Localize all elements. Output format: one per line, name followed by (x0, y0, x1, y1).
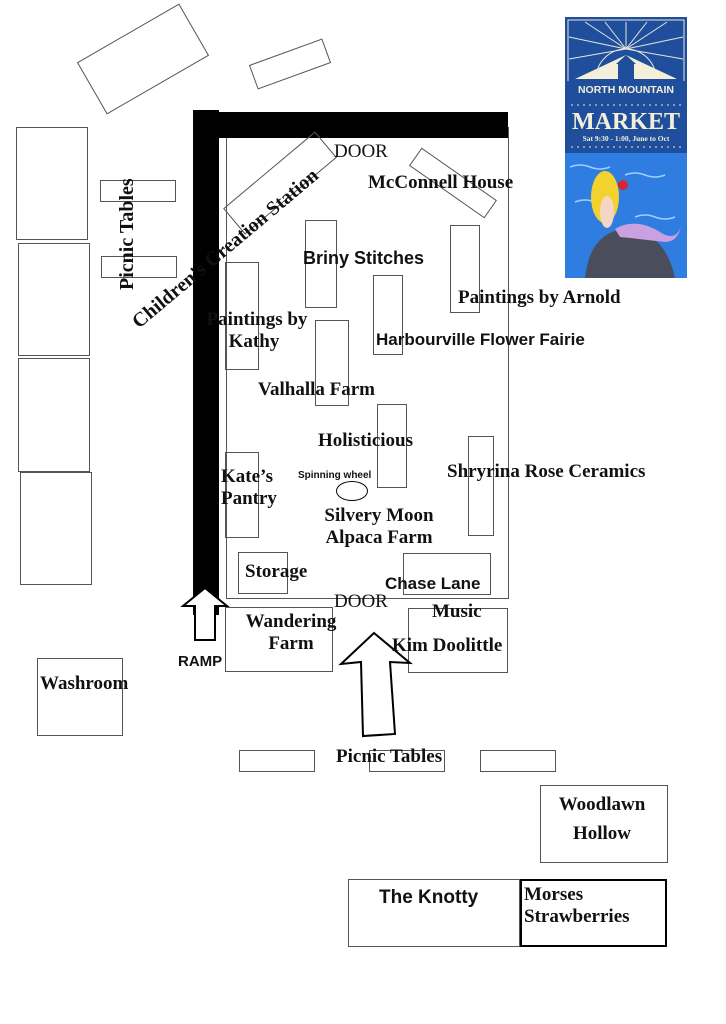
silvery-label: Silvery Moon Alpaca Farm (302, 505, 456, 549)
wandering-label: Wandering Farm (226, 611, 356, 655)
knotty-stall (348, 879, 520, 947)
logo-title-line1: NORTH MOUNTAIN (578, 84, 674, 96)
morses-label: Morses Strawberries (524, 884, 630, 928)
wandering-label-line1: Wandering (245, 611, 337, 632)
holisticious-stall (377, 404, 407, 488)
woodlawn-label-line2: Hollow (572, 823, 632, 845)
kathy-label: Paintings by Kathy (192, 309, 322, 353)
kim-label: Kim Doolittle (392, 635, 503, 656)
logo-title-line2: MARKET (572, 109, 680, 135)
picnic-table (100, 180, 176, 202)
kates-label-line1: Kate’s (221, 466, 274, 487)
door-label-top: DOOR (334, 141, 388, 162)
wandering-label-line2: Farm (268, 632, 314, 654)
kates-label-line2: Pantry (221, 487, 277, 509)
outdoor-stall (16, 127, 88, 240)
chase-stall (403, 553, 491, 595)
outdoor-table (248, 38, 332, 90)
chase-label: Chase Lane (385, 574, 481, 593)
kim-stall (408, 608, 508, 673)
knotty-label: The Knotty (379, 887, 479, 908)
mcconnell-label: McConnell House (368, 172, 514, 193)
kathy-label-line2: Kathy (228, 330, 280, 352)
outdoor-table (76, 3, 210, 115)
kates-label: Kate’s Pantry (221, 466, 277, 510)
harbourville-stall (373, 275, 403, 355)
morses-label-line2: Strawberries (524, 905, 630, 927)
arnold-stall (450, 225, 480, 313)
shryrina-label: Shryrina Rose Ceramics (447, 461, 646, 482)
shryrina-stall (468, 436, 494, 536)
storage-room (238, 552, 288, 594)
kathy-stall (225, 262, 259, 370)
picnic-table (101, 256, 177, 278)
spinning-wheel-label: Spinning wheel (298, 470, 372, 481)
silvery-label-line2: Alpaca Farm (325, 526, 433, 548)
entrance-arrow-icon (338, 631, 413, 738)
picnic-table (239, 750, 315, 772)
valhalla-stall (315, 320, 349, 406)
woodlawn-stall (540, 785, 668, 863)
woodlawn-label-line1: Woodlawn (558, 794, 646, 815)
briny-stall (305, 220, 337, 308)
morses-label-line1: Morses (524, 884, 584, 905)
harbourville-label: Harbourville Flower Fairie (376, 330, 585, 349)
washroom-building (37, 658, 123, 736)
picnic-table (480, 750, 556, 772)
ramp-label: RAMP (178, 653, 223, 670)
storage-label: Storage (245, 561, 308, 582)
wall-horizontal (218, 112, 508, 138)
music-label: Music (432, 601, 482, 622)
ramp-arrow-icon (180, 586, 230, 641)
kathy-label-line1: Paintings by (206, 309, 308, 330)
washroom-label: Washroom (40, 673, 129, 694)
picnic-table (369, 750, 445, 772)
holisticious-label: Holisticious (318, 430, 414, 451)
woodlawn-label: Woodlawn Hollow (540, 790, 664, 849)
wall-vertical (193, 110, 219, 615)
door-label-bottom: DOOR (334, 591, 388, 612)
outdoor-stall (20, 472, 92, 585)
valhalla-label: Valhalla Farm (258, 379, 375, 400)
logo-hours: Sat 9:30 - 1:00, June to Oct (583, 134, 670, 143)
wandering-stall (225, 607, 333, 672)
spinning-wheel (336, 481, 368, 501)
north-mountain-market-logo: NORTH MOUNTAIN MARKET Sat 9:30 - 1:00, J… (565, 17, 687, 278)
silvery-label-line1: Silvery Moon (324, 505, 434, 526)
outdoor-stall (18, 358, 90, 472)
picnic-tables-left-label: Picnic Tables (116, 178, 138, 290)
morses-stall (520, 879, 667, 947)
outdoor-stall (18, 243, 90, 356)
briny-label: Briny Stitches (303, 248, 425, 268)
picnic-tables-bottom-label: Picnic Tables (336, 746, 443, 767)
arnold-label: Paintings by Arnold (458, 287, 621, 308)
kates-stall (225, 452, 259, 538)
